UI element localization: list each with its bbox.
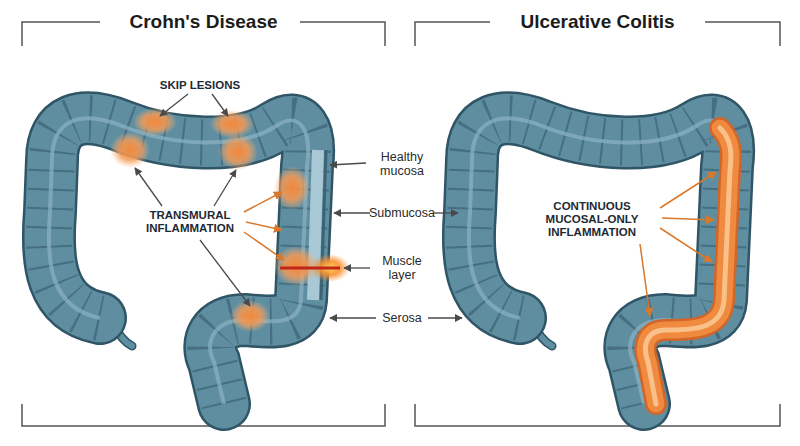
colon-body [49,118,308,404]
leader-line [344,267,370,268]
layer-name: Healthy mucosa [367,150,437,179]
leader-line [434,212,458,213]
layer-name: Serosa [362,311,442,325]
colon-crohns [49,108,350,404]
leader-line [244,232,284,260]
panel-title: Ulcerative Colitis [415,9,780,35]
leader-line [212,94,228,116]
skip-lesion [210,110,254,138]
inflamed-mucosa [645,128,731,404]
leader-line [334,212,370,213]
panel-bracket [415,404,780,426]
leader-line [640,244,650,316]
colon-outline [469,118,728,404]
callout-label: TRANSMURAL INFLAMMATION [134,209,246,235]
leader-line [662,218,714,220]
colon-body [469,118,728,404]
leader-line [135,168,162,206]
leader-line [200,240,250,306]
skip-lesion [110,132,150,168]
skip-lesion [133,108,177,136]
colon-outline [49,118,308,404]
transmural-tract [280,267,340,270]
leader-line [244,192,282,212]
colon-uc [469,118,731,404]
leader-line [330,317,376,318]
callout-label: SKIP LESIONS [140,79,260,92]
leader-line [660,172,716,208]
panel-title: Crohn's Disease [22,9,385,35]
layer-name: Submucosa [362,206,442,220]
leader-lines [135,94,462,318]
continuous-inflammation [645,128,731,404]
transmural-lesion [274,166,310,210]
transmural-lesion [230,300,270,332]
colon-lumen [49,118,308,404]
panel-bracket [22,22,780,426]
orange-leaders [244,172,716,316]
haustra [49,118,308,404]
skip-lesion [218,134,258,170]
leader-line [428,317,462,318]
leader-line [246,222,282,230]
layer-name: Muscle layer [374,254,430,283]
haustra [469,118,728,404]
leader-line [660,228,712,262]
leader-line [330,163,366,165]
leader-line [160,94,188,116]
colon-lumen [469,118,728,404]
continuous-inflammation [645,128,731,404]
callout-label: CONTINUOUS MUCOSAL-ONLY INFLAMMATION [527,200,657,240]
leader-line [214,170,236,206]
